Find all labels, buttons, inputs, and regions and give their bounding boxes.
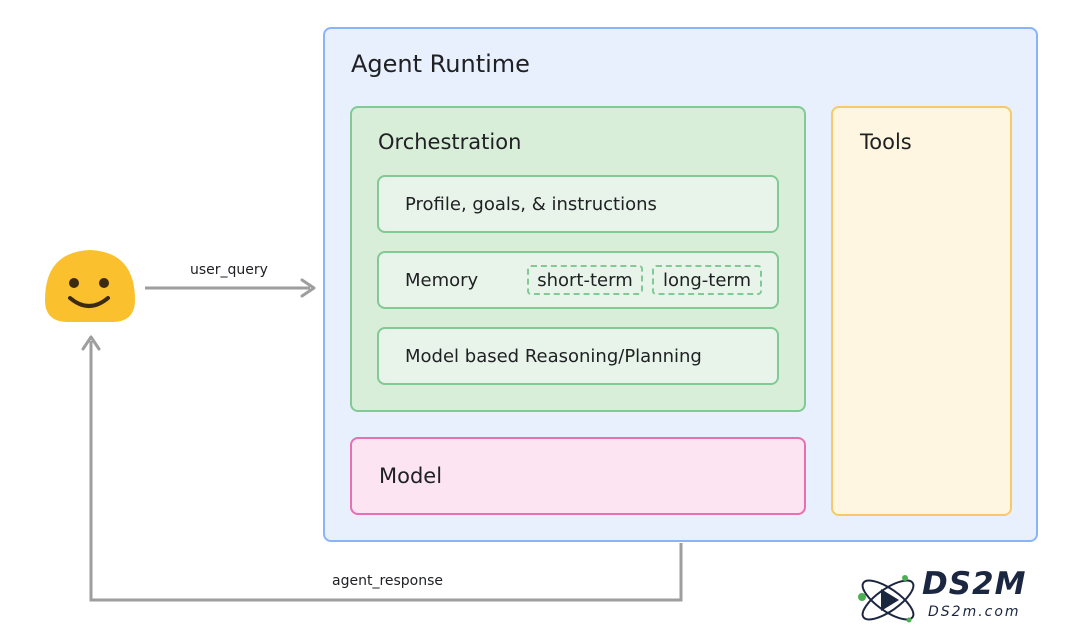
agent-response-label: agent_response xyxy=(332,573,444,589)
user-query-arrow xyxy=(145,278,316,298)
reasoning-planning-label: Model based Reasoning/Planning xyxy=(405,345,702,367)
tools-title: Tools xyxy=(860,130,912,154)
reasoning-planning-card: Model based Reasoning/Planning xyxy=(377,327,779,385)
watermark-name: DS2M xyxy=(922,566,1027,602)
agent-response-arrow xyxy=(81,335,683,602)
orchestration-title: Orchestration xyxy=(378,130,522,154)
user-query-label: user_query xyxy=(190,262,268,278)
profile-goals-label: Profile, goals, & instructions xyxy=(405,193,657,215)
smiley-face-icon xyxy=(45,250,135,322)
profile-goals-card: Profile, goals, & instructions xyxy=(377,175,779,233)
tools-box xyxy=(831,106,1012,516)
model-box: Model xyxy=(350,437,806,515)
model-label: Model xyxy=(379,464,443,488)
ds2m-logo-icon xyxy=(858,575,915,623)
agent-runtime-title: Agent Runtime xyxy=(351,50,530,78)
short-term-memory-chip: short-term xyxy=(527,265,643,295)
watermark-domain: DS2m.com xyxy=(928,604,1021,620)
long-term-memory-chip: long-term xyxy=(652,265,762,295)
memory-label: Memory xyxy=(405,269,479,291)
